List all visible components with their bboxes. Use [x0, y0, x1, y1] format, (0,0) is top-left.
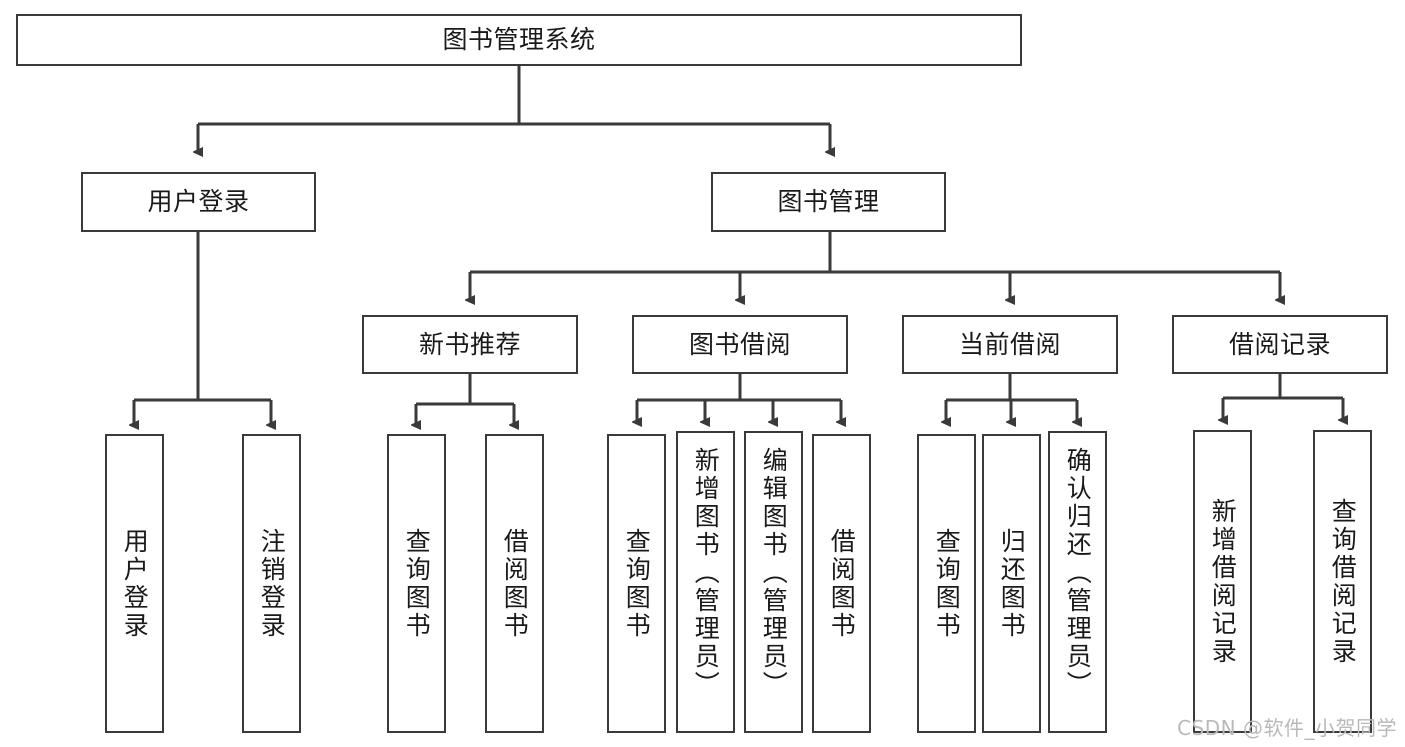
node-user-login[interactable]: 用户登录 — [81, 172, 316, 232]
node-leaf-query-book-current[interactable]: 查询图书 — [917, 434, 976, 733]
node-label: 查询图书 — [932, 527, 962, 640]
node-label: 查询图书 — [402, 527, 432, 640]
node-leaf-logout[interactable]: 注销登录 — [242, 434, 301, 733]
node-leaf-add-borrow-record[interactable]: 新增借阅记录 — [1193, 430, 1252, 733]
node-label: 图书管理 — [777, 187, 880, 217]
node-root-system[interactable]: 图书管理系统 — [16, 14, 1022, 66]
node-leaf-borrow-book[interactable]: 借阅图书 — [812, 434, 871, 733]
node-book-borrow[interactable]: 图书借阅 — [632, 315, 848, 374]
node-leaf-return-book[interactable]: 归还图书 — [982, 434, 1041, 733]
node-new-book-recommend[interactable]: 新书推荐 — [362, 315, 578, 374]
node-label: 确认归还（管理员） — [1063, 447, 1093, 699]
node-leaf-user-login[interactable]: 用户登录 — [105, 434, 164, 733]
csdn-watermark: CSDN @软件_小贺同学 — [1177, 716, 1397, 740]
node-label: 注销登录 — [257, 527, 287, 640]
node-leaf-query-borrow-record[interactable]: 查询借阅记录 — [1313, 430, 1372, 733]
node-borrow-record[interactable]: 借阅记录 — [1172, 315, 1388, 374]
node-label: 图书借阅 — [688, 329, 791, 359]
node-leaf-add-book-admin[interactable]: 新增图书（管理员） — [676, 431, 735, 733]
node-label: 查询借阅记录 — [1328, 497, 1358, 666]
node-label: 借阅图书 — [500, 527, 530, 640]
node-label: 当前借阅 — [958, 329, 1061, 359]
node-label: 借阅记录 — [1228, 329, 1331, 359]
node-book-management[interactable]: 图书管理 — [711, 172, 946, 232]
node-current-borrow[interactable]: 当前借阅 — [902, 315, 1118, 374]
node-label: 新增图书（管理员） — [691, 447, 721, 699]
node-label: 借阅图书 — [827, 527, 857, 640]
node-leaf-edit-book-admin[interactable]: 编辑图书（管理员） — [744, 431, 803, 733]
node-label: 新书推荐 — [418, 329, 521, 359]
node-label: 查询图书 — [622, 527, 652, 640]
node-label: 新增借阅记录 — [1208, 497, 1238, 666]
node-leaf-query-book-recommend[interactable]: 查询图书 — [387, 434, 446, 733]
node-label: 用户登录 — [147, 187, 250, 217]
node-label: 归还图书 — [997, 527, 1027, 640]
node-leaf-query-book-borrow[interactable]: 查询图书 — [607, 434, 666, 733]
node-label: 用户登录 — [120, 527, 150, 640]
node-label: 图书管理系统 — [442, 25, 596, 55]
node-leaf-borrow-book-recommend[interactable]: 借阅图书 — [485, 434, 544, 733]
node-leaf-confirm-return-admin[interactable]: 确认归还（管理员） — [1048, 431, 1107, 733]
node-label: 编辑图书（管理员） — [759, 447, 789, 699]
